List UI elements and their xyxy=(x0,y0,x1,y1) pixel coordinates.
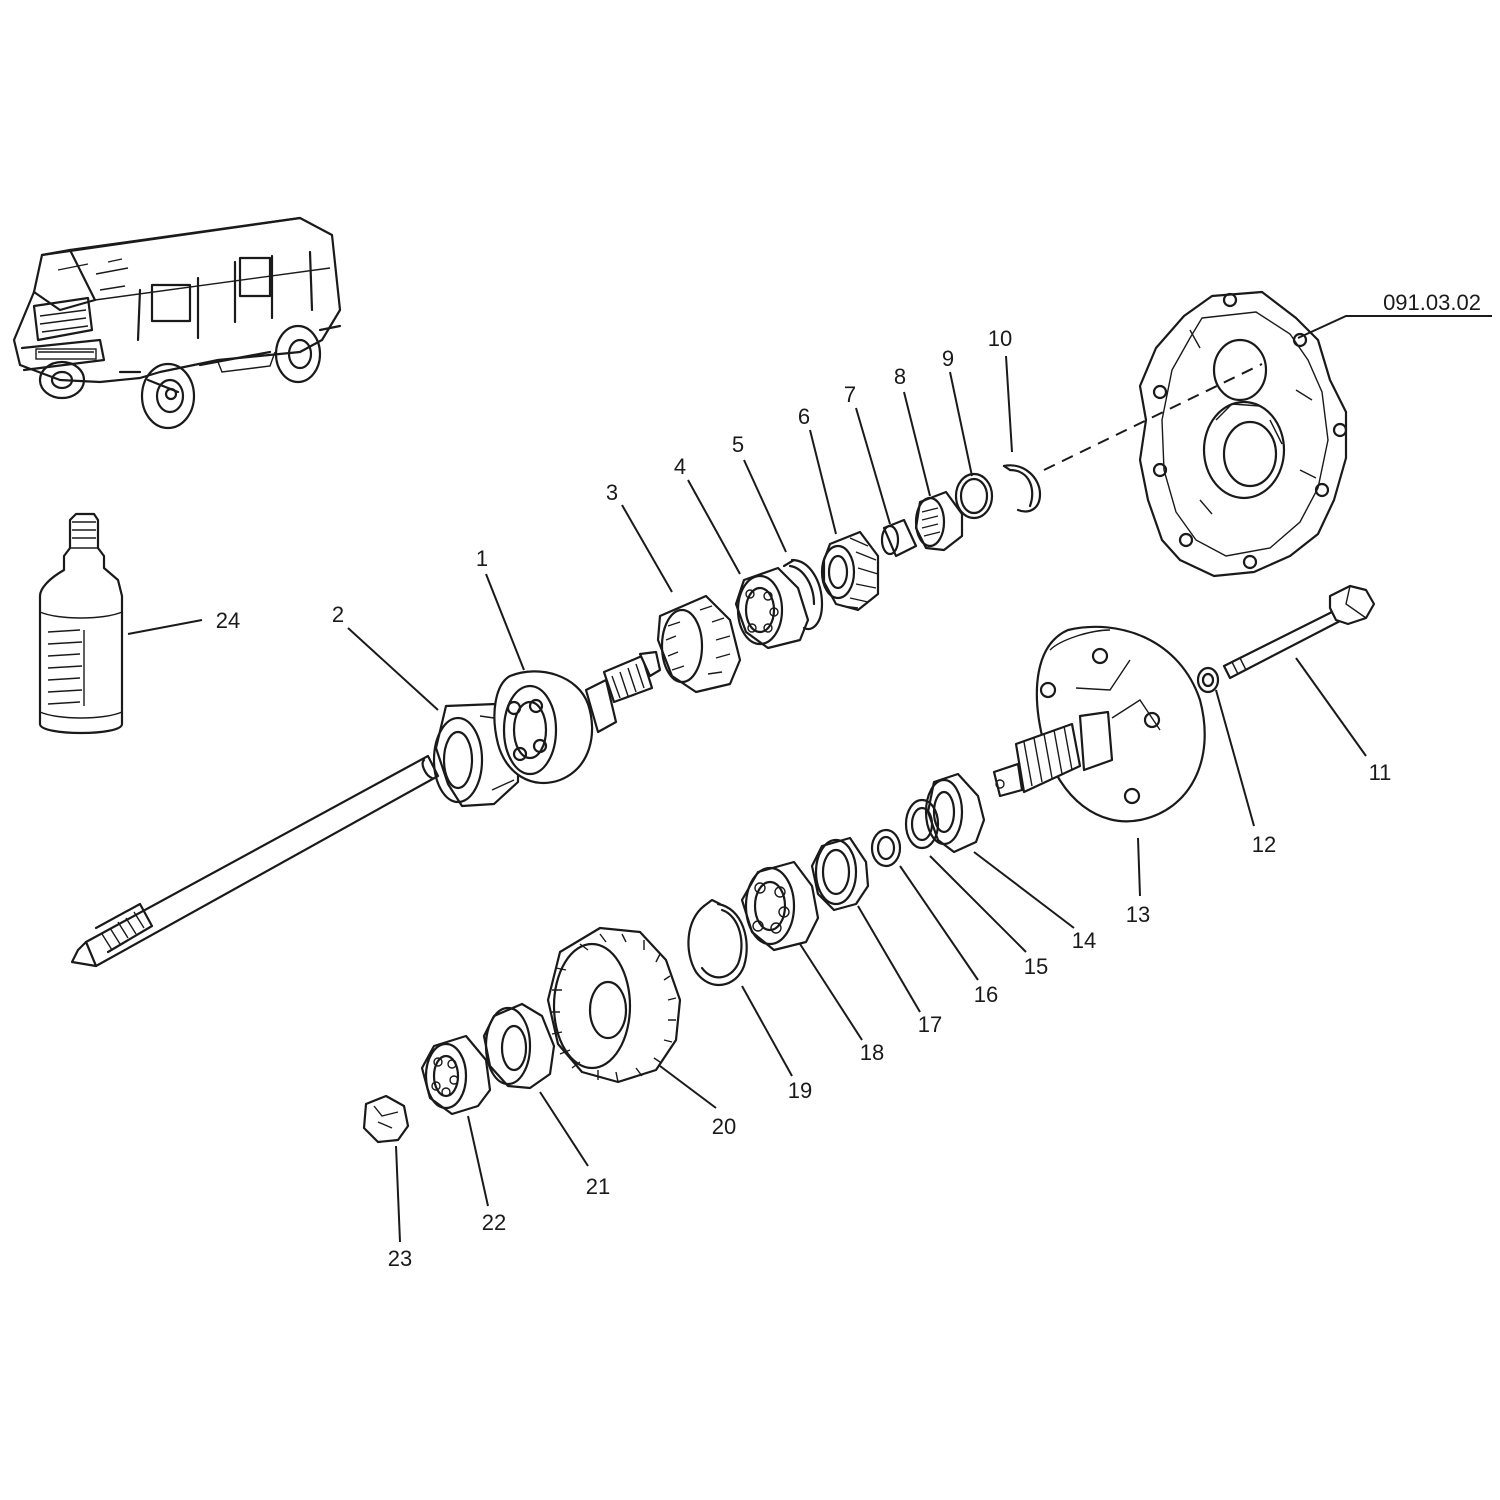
reference-code: 091.03.02 xyxy=(1383,290,1481,315)
callout-13: 13 xyxy=(1126,902,1150,927)
large-gear xyxy=(546,926,682,1084)
callout-5: 5 xyxy=(732,432,744,457)
callout-23: 23 xyxy=(388,1246,412,1271)
callout-4: 4 xyxy=(674,454,686,479)
large-circlip xyxy=(687,898,748,987)
callout-12: 12 xyxy=(1252,832,1276,857)
callout-7: 7 xyxy=(844,382,856,407)
callout-labels: 1 2 3 4 5 6 7 8 9 10 11 12 13 14 15 16 1… xyxy=(216,290,1481,1271)
callout-11: 11 xyxy=(1369,760,1392,785)
callout-19: 19 xyxy=(788,1078,812,1103)
alignment-line xyxy=(1043,363,1263,471)
callout-3: 3 xyxy=(606,480,618,505)
callout-10: 10 xyxy=(988,326,1012,351)
callout-21: 21 xyxy=(586,1174,610,1199)
callout-14: 14 xyxy=(1072,928,1096,953)
roller-bearing xyxy=(420,1034,492,1116)
sleeve-bushing xyxy=(880,518,918,558)
callout-15: 15 xyxy=(1024,954,1048,979)
vehicle-illustration xyxy=(12,216,342,430)
flange-shaft xyxy=(992,625,1206,823)
thrust-washer xyxy=(482,1002,556,1090)
small-gear xyxy=(820,530,880,612)
callout-6: 6 xyxy=(798,404,810,429)
gearbox-housing xyxy=(1138,290,1348,578)
callout-leaders xyxy=(127,315,1492,1243)
needle-bearing xyxy=(914,490,964,552)
callout-16: 16 xyxy=(974,982,998,1007)
callout-9: 9 xyxy=(942,346,954,371)
callout-24: 24 xyxy=(216,608,240,633)
callout-18: 18 xyxy=(860,1040,884,1065)
circlip-rings xyxy=(954,464,1042,520)
callout-1: 1 xyxy=(476,546,488,571)
callout-22: 22 xyxy=(482,1210,506,1235)
spacer-and-seal-rings xyxy=(870,772,986,868)
callout-2: 2 xyxy=(332,602,344,627)
bolt-and-washer xyxy=(1196,584,1376,694)
ball-bearing-upper xyxy=(734,566,810,650)
callout-20: 20 xyxy=(712,1114,736,1139)
snap-ring-upper xyxy=(782,558,824,631)
ball-bearing-lower xyxy=(740,860,820,952)
main-shaft-assembly xyxy=(70,650,662,968)
bearing-cage xyxy=(656,594,742,694)
drain-plug xyxy=(362,1094,410,1144)
lubricant-bottle xyxy=(38,512,124,735)
shaft-seal xyxy=(810,836,870,912)
callout-8: 8 xyxy=(894,364,906,389)
callout-17: 17 xyxy=(918,1012,942,1037)
